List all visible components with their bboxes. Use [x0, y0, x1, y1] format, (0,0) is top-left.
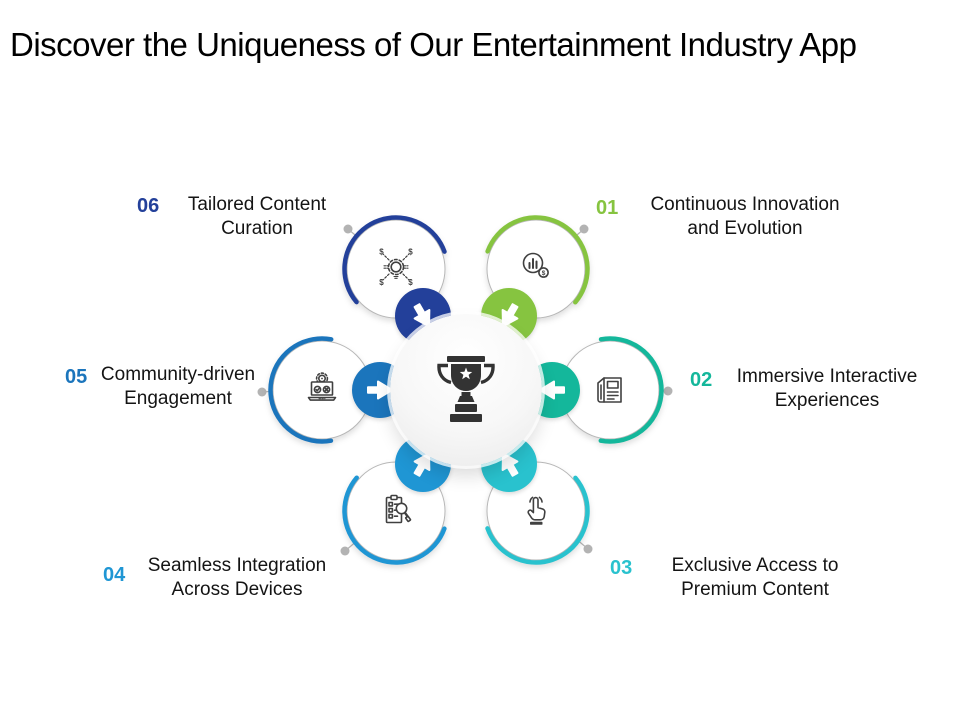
item-number-06: 06 [137, 195, 160, 217]
item-number-01: 01 [596, 197, 619, 219]
label-line: Engagement [124, 388, 232, 409]
page-title: Discover the Uniqueness of Our Entertain… [10, 26, 857, 63]
checklist-search-icon [385, 494, 412, 524]
label-line: Premium Content [681, 579, 829, 600]
item-number-05: 05 [65, 366, 88, 388]
label-line: Across Devices [171, 579, 303, 600]
label-line: Continuous Innovation [650, 194, 840, 215]
item-label-01: Continuous Innovation and Evolution [635, 193, 855, 241]
label-line: Tailored Content [187, 194, 327, 215]
arrow-icon [367, 380, 393, 400]
center-circle [390, 314, 542, 466]
label-line: Seamless Integration [147, 555, 327, 576]
label-line: Exclusive Access to [671, 555, 839, 576]
laptop-settings-icon [307, 372, 337, 401]
arrow-icon [501, 303, 519, 328]
arrow-icon [413, 452, 431, 477]
item-number-04: 04 [103, 564, 126, 586]
item-label-06: Tailored Content Curation [147, 193, 367, 241]
arrow-icon [539, 380, 565, 400]
item-label-02: Immersive Interactive Experiences [717, 365, 937, 413]
newspaper-icon [597, 377, 622, 403]
arrow-icon [501, 452, 519, 477]
market-research-icon: $ [522, 252, 549, 278]
item-number-03: 03 [610, 557, 633, 579]
label-line: Immersive Interactive [736, 366, 918, 387]
item-label-03: Exclusive Access to Premium Content [645, 554, 865, 602]
label-line: Experiences [774, 390, 880, 411]
svg-text:$: $ [408, 248, 413, 257]
item-label-05: Community-driven Engagement [68, 363, 288, 411]
item-number-02: 02 [690, 369, 713, 391]
arrow-icon [413, 303, 431, 328]
svg-text:$: $ [542, 270, 546, 277]
item-label-04: Seamless Integration Across Devices [127, 554, 347, 602]
label-line: Curation [221, 218, 293, 239]
svg-text:$: $ [379, 278, 384, 287]
svg-text:$: $ [408, 278, 413, 287]
svg-text:$: $ [379, 248, 384, 257]
trophy-icon [437, 356, 495, 422]
label-line: Community-driven [100, 364, 256, 385]
money-network-icon: $ $ $ $ [379, 248, 413, 288]
tap-gesture-icon [527, 496, 546, 525]
label-line: and Evolution [687, 218, 803, 239]
